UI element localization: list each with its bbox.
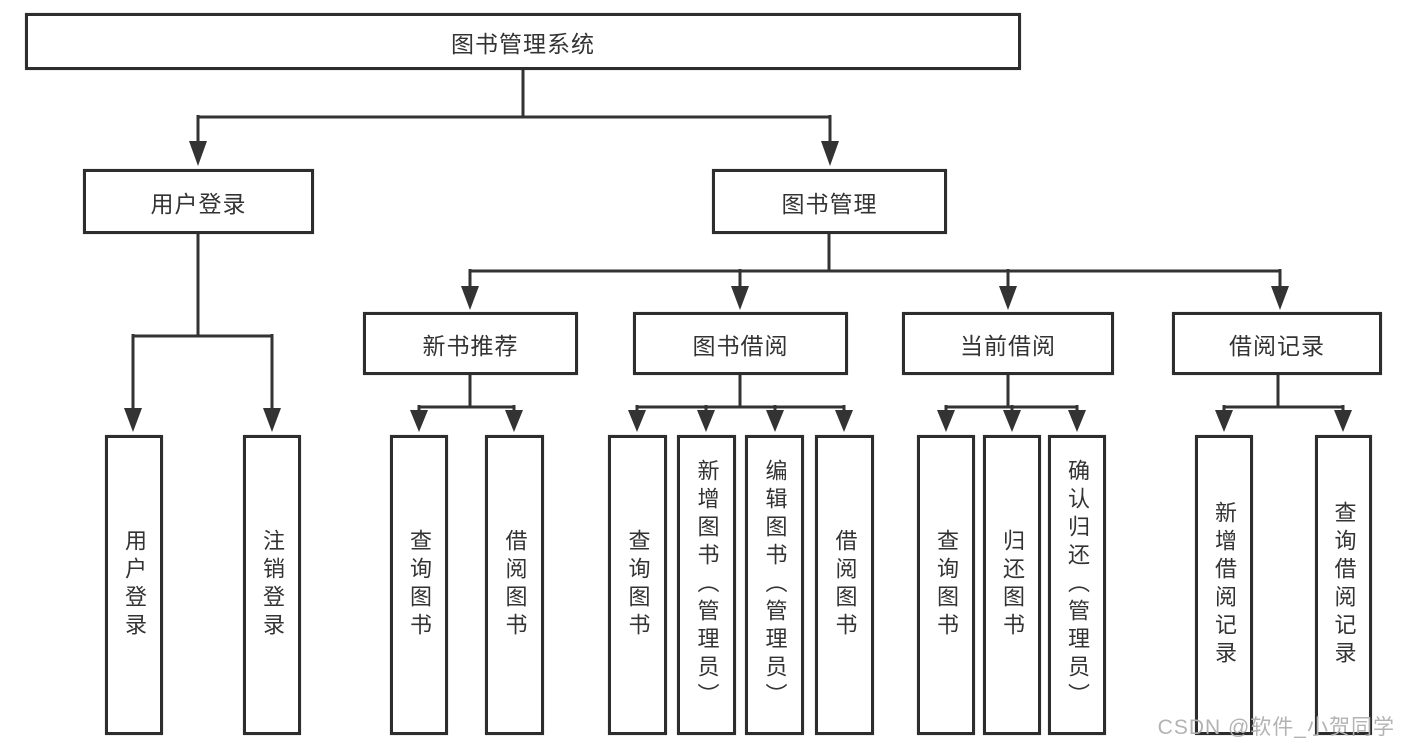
connector-book-management-sections — [461, 234, 1289, 310]
node-records-add-record-label: 新增借阅记录 — [1212, 501, 1237, 669]
node-current-confirm-return-admin-label: 确认归还（管理员） — [1065, 459, 1090, 711]
connector-root-to-level2 — [189, 70, 839, 166]
node-current-return-book-label: 归还图书 — [1000, 529, 1025, 641]
node-recommend-borrow-book-label: 借阅图书 — [502, 529, 528, 641]
node-current-borrow-label: 当前借阅 — [960, 332, 1056, 359]
node-borrow-edit-book-admin: 编辑图书（管理员） — [745, 435, 804, 735]
node-current-confirm-return-admin: 确认归还（管理员） — [1048, 435, 1106, 735]
node-book-borrow: 图书借阅 — [633, 312, 848, 375]
node-borrow-edit-book-admin-label: 编辑图书（管理员） — [762, 459, 788, 711]
node-borrow-add-book-admin: 新增图书（管理员） — [677, 435, 736, 735]
node-borrow-borrow-book: 借阅图书 — [815, 435, 874, 735]
connector-user-login-children — [124, 234, 281, 432]
node-recommend-query-book-label: 查询图书 — [407, 529, 432, 641]
node-book-management-label: 图书管理 — [781, 190, 878, 217]
node-current-query-book: 查询图书 — [917, 435, 975, 735]
node-borrow-records-label: 借阅记录 — [1229, 332, 1325, 359]
node-book-management: 图书管理 — [712, 169, 947, 234]
node-recommend-query-book: 查询图书 — [390, 435, 448, 735]
node-records-query-record: 查询借阅记录 — [1315, 435, 1372, 735]
node-borrow-query-book-label: 查询图书 — [625, 529, 651, 641]
node-current-return-book: 归还图书 — [983, 435, 1041, 735]
node-borrow-query-book: 查询图书 — [608, 435, 667, 735]
node-current-borrow: 当前借阅 — [902, 312, 1114, 375]
connector-records-children — [1215, 375, 1352, 432]
node-new-book-recommend: 新书推荐 — [363, 312, 578, 375]
connector-recommend-children — [410, 375, 523, 432]
node-user-login: 用户登录 — [83, 169, 314, 234]
node-logout-action: 注销登录 — [243, 435, 301, 735]
node-records-query-record-label: 查询借阅记录 — [1331, 501, 1357, 669]
connector-borrow-children — [628, 375, 853, 432]
node-logout-action-label: 注销登录 — [260, 529, 285, 641]
node-records-add-record: 新增借阅记录 — [1195, 435, 1253, 735]
node-user-login-label: 用户登录 — [150, 190, 247, 217]
node-book-borrow-label: 图书借阅 — [692, 332, 789, 359]
connector-current-children — [937, 375, 1086, 432]
node-root: 图书管理系统 — [25, 13, 1021, 70]
node-recommend-borrow-book: 借阅图书 — [485, 435, 544, 735]
node-user-login-action: 用户登录 — [105, 435, 163, 735]
node-borrow-records: 借阅记录 — [1172, 312, 1382, 375]
node-borrow-add-book-admin-label: 新增图书（管理员） — [694, 459, 720, 711]
node-user-login-action-label: 用户登录 — [122, 529, 147, 641]
watermark: CSDN @软件_小贺同学 — [1157, 716, 1395, 739]
node-current-query-book-label: 查询图书 — [934, 529, 959, 641]
node-root-label: 图书管理系统 — [451, 30, 595, 57]
node-borrow-borrow-book-label: 借阅图书 — [832, 529, 858, 641]
node-new-book-recommend-label: 新书推荐 — [422, 332, 519, 359]
